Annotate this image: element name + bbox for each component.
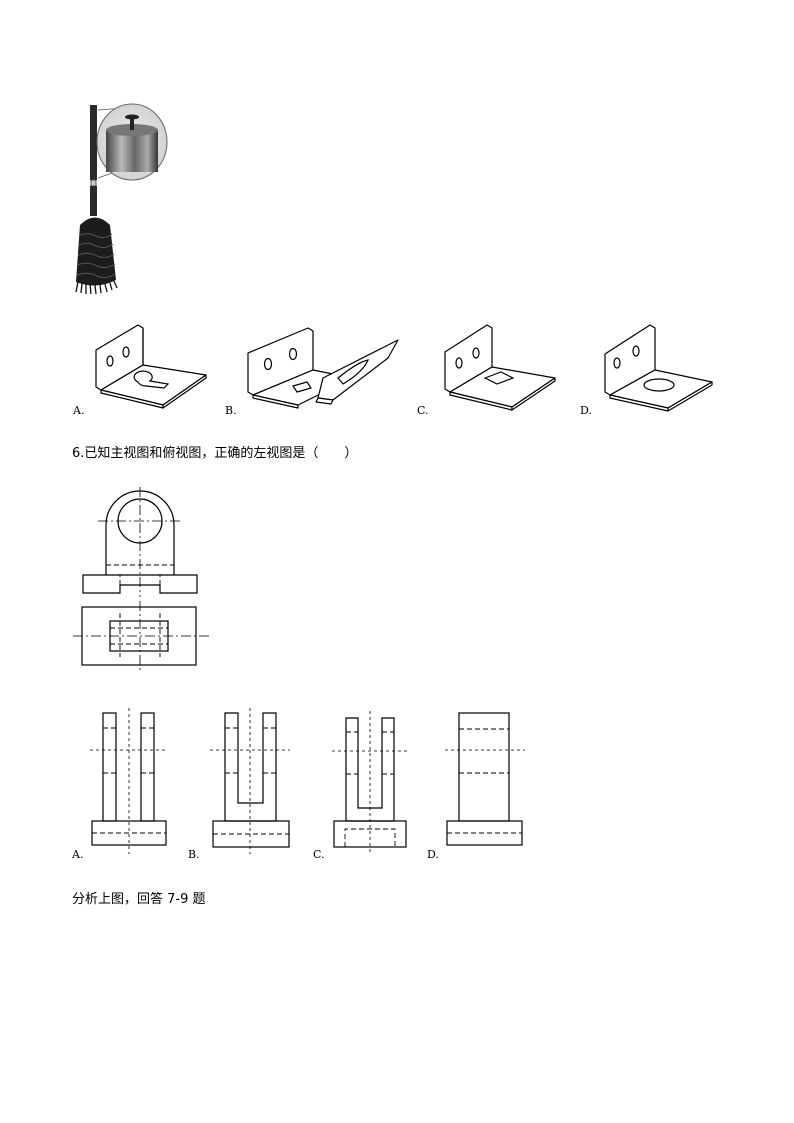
question-6-stem: 6.已知主视图和俯视图，正确的左视图是（ ）: [72, 446, 358, 461]
bracket-figure-c: [444, 324, 556, 411]
view-figure-a: [90, 708, 168, 854]
bracket-figure-b: [247, 327, 399, 409]
view-option-a-label: A.: [72, 848, 84, 861]
bracket-option-b-label: B.: [225, 404, 237, 417]
view-option-d-label: D.: [427, 848, 439, 861]
view-figure-c: [332, 711, 408, 854]
view-figure-b: [210, 708, 290, 854]
instruction-text: 分析上图，回答 7-9 题: [72, 892, 206, 907]
bracket-option-c-label: C.: [417, 404, 429, 417]
front-and-top-views: [73, 487, 210, 670]
view-option-c-label: C.: [313, 848, 325, 861]
bracket-option-d-label: D.: [580, 404, 592, 417]
bracket-option-a-label: A.: [73, 404, 85, 417]
bracket-figure-a: [95, 324, 207, 409]
view-option-b-label: B.: [188, 848, 200, 861]
mop-photo: [75, 103, 168, 295]
view-figure-d: [445, 712, 525, 846]
bracket-figure-d: [604, 324, 713, 412]
